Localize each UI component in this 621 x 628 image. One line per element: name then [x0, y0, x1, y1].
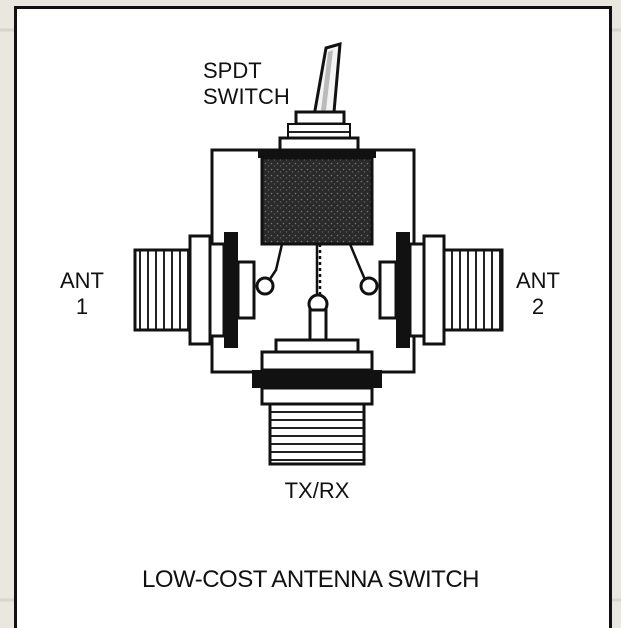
txrx-label: TX/RX [284, 478, 350, 503]
figure-caption: LOW-COST ANTENNA SWITCH [142, 566, 479, 593]
switch-label: SPDT SWITCH [203, 58, 290, 110]
switch-label-line2: SWITCH [203, 84, 290, 109]
connector-ant2 [378, 232, 504, 348]
ant2-label-line2: 2 [531, 294, 545, 319]
ant1-label: ANT 1 [52, 268, 112, 320]
switch-body [260, 156, 374, 246]
toggle-lever [312, 41, 342, 118]
ant1-label-line1: ANT [60, 268, 104, 293]
switch-wiring [266, 243, 368, 300]
connector-ant1 [133, 232, 256, 348]
ant2-label: ANT 2 [508, 268, 568, 320]
switch-bushing [258, 110, 376, 158]
ant1-label-line2: 1 [75, 294, 89, 319]
switch-label-line1: SPDT [203, 58, 262, 83]
ant2-label-line1: ANT [516, 268, 560, 293]
connector-txrx [252, 338, 382, 466]
solder-terminals [255, 276, 379, 348]
